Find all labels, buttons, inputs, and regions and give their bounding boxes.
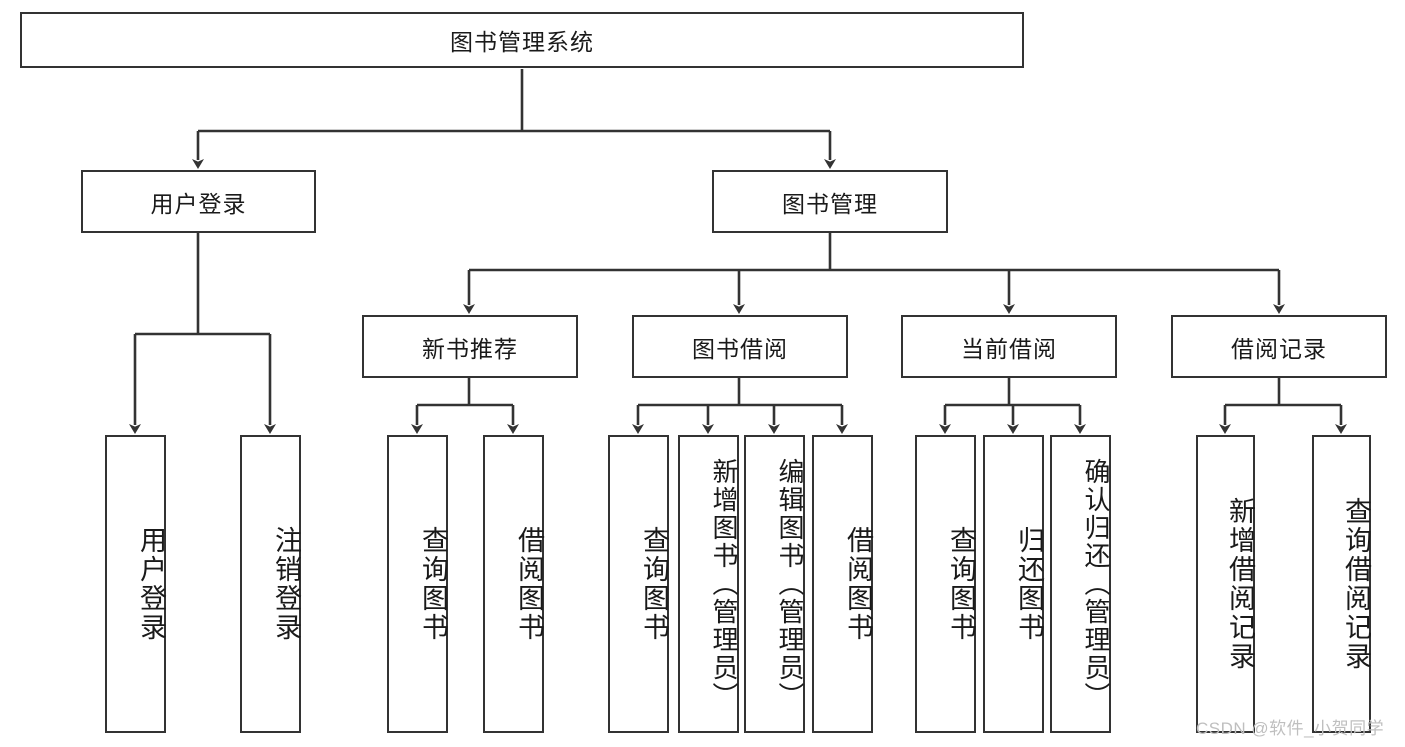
leaf-query-book-borrow[interactable]: 查询图书 [608, 435, 669, 733]
watermark-credit: CSDN @软件_小贺同学 [1196, 719, 1385, 738]
leaf-edit-book-admin[interactable]: 编辑图书（管理员） [744, 435, 805, 733]
leaf-confirm-return-admin[interactable]: 确认归还（管理员） [1050, 435, 1111, 733]
leaf-borrow-book-recommend[interactable]: 借阅图书 [483, 435, 544, 733]
leaf-query-borrow-record[interactable]: 查询借阅记录 [1312, 435, 1371, 733]
node-current-borrow[interactable]: 当前借阅 [901, 315, 1117, 378]
leaf-query-book-recommend[interactable]: 查询图书 [387, 435, 448, 733]
node-borrow-record[interactable]: 借阅记录 [1171, 315, 1387, 378]
node-system-root[interactable]: 图书管理系统 [20, 12, 1024, 68]
node-book-management[interactable]: 图书管理 [712, 170, 948, 233]
node-new-book-recommend[interactable]: 新书推荐 [362, 315, 578, 378]
leaf-user-login[interactable]: 用户登录 [105, 435, 166, 733]
leaf-query-book-current[interactable]: 查询图书 [915, 435, 976, 733]
leaf-logout[interactable]: 注销登录 [240, 435, 301, 733]
node-book-borrow[interactable]: 图书借阅 [632, 315, 848, 378]
node-user-login[interactable]: 用户登录 [81, 170, 316, 233]
leaf-add-book-admin[interactable]: 新增图书（管理员） [678, 435, 739, 733]
leaf-add-borrow-record[interactable]: 新增借阅记录 [1196, 435, 1255, 733]
leaf-return-book[interactable]: 归还图书 [983, 435, 1044, 733]
leaf-borrow-book[interactable]: 借阅图书 [812, 435, 873, 733]
